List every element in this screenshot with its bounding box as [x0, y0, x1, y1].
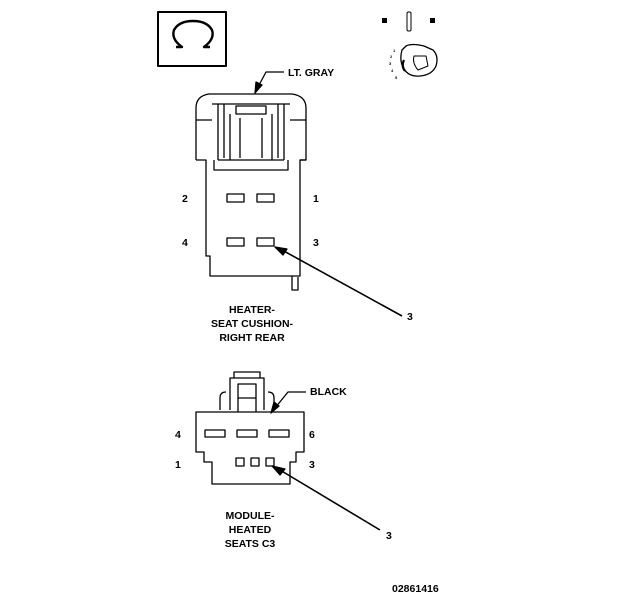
bottom-name-line-3: SEATS C3	[225, 538, 276, 550]
bottom-name-line-1: MODULE-	[226, 510, 275, 522]
bottom-pin-1-label: 1	[175, 459, 181, 471]
bottom-callout-number: 3	[386, 530, 392, 542]
black-leader	[270, 391, 306, 414]
top-pin-2-label: 2	[182, 193, 188, 205]
top-pin-1-label: 1	[313, 193, 319, 205]
terminal-icon: 1 2 3 4 5	[382, 11, 438, 80]
terminal-digit-5: 5	[395, 75, 398, 80]
figure-number: 02861416	[392, 583, 439, 595]
connector-bottom-body	[195, 371, 305, 485]
terminal-digit-3: 3	[389, 61, 392, 66]
terminal-digit-2: 2	[390, 54, 393, 59]
top-pin-3-label: 3	[313, 237, 319, 249]
top-name-line-3: RIGHT REAR	[219, 332, 285, 344]
omega-symbol-icon	[157, 11, 227, 67]
lt-gray-leader	[254, 71, 284, 94]
top-pin-4-label: 4	[182, 237, 188, 249]
top-name-line-1: HEATER-	[229, 304, 275, 316]
bottom-pin-4-label: 4	[175, 429, 181, 441]
terminal-digit-1: 1	[393, 48, 396, 53]
black-label: BLACK	[310, 386, 347, 398]
lt-gray-label: LT. GRAY	[288, 67, 334, 79]
bottom-callout-leader	[271, 465, 381, 531]
top-callout-leader	[274, 246, 403, 317]
bottom-pin-6-label: 6	[309, 429, 315, 441]
connector-top-body	[195, 93, 307, 291]
terminal-digit-4: 4	[391, 68, 394, 73]
top-name-line-2: SEAT CUSHION-	[211, 318, 294, 330]
bottom-name-line-2: HEATED	[229, 524, 272, 536]
bottom-pin-3-label: 3	[309, 459, 315, 471]
top-callout-number: 3	[407, 311, 413, 323]
